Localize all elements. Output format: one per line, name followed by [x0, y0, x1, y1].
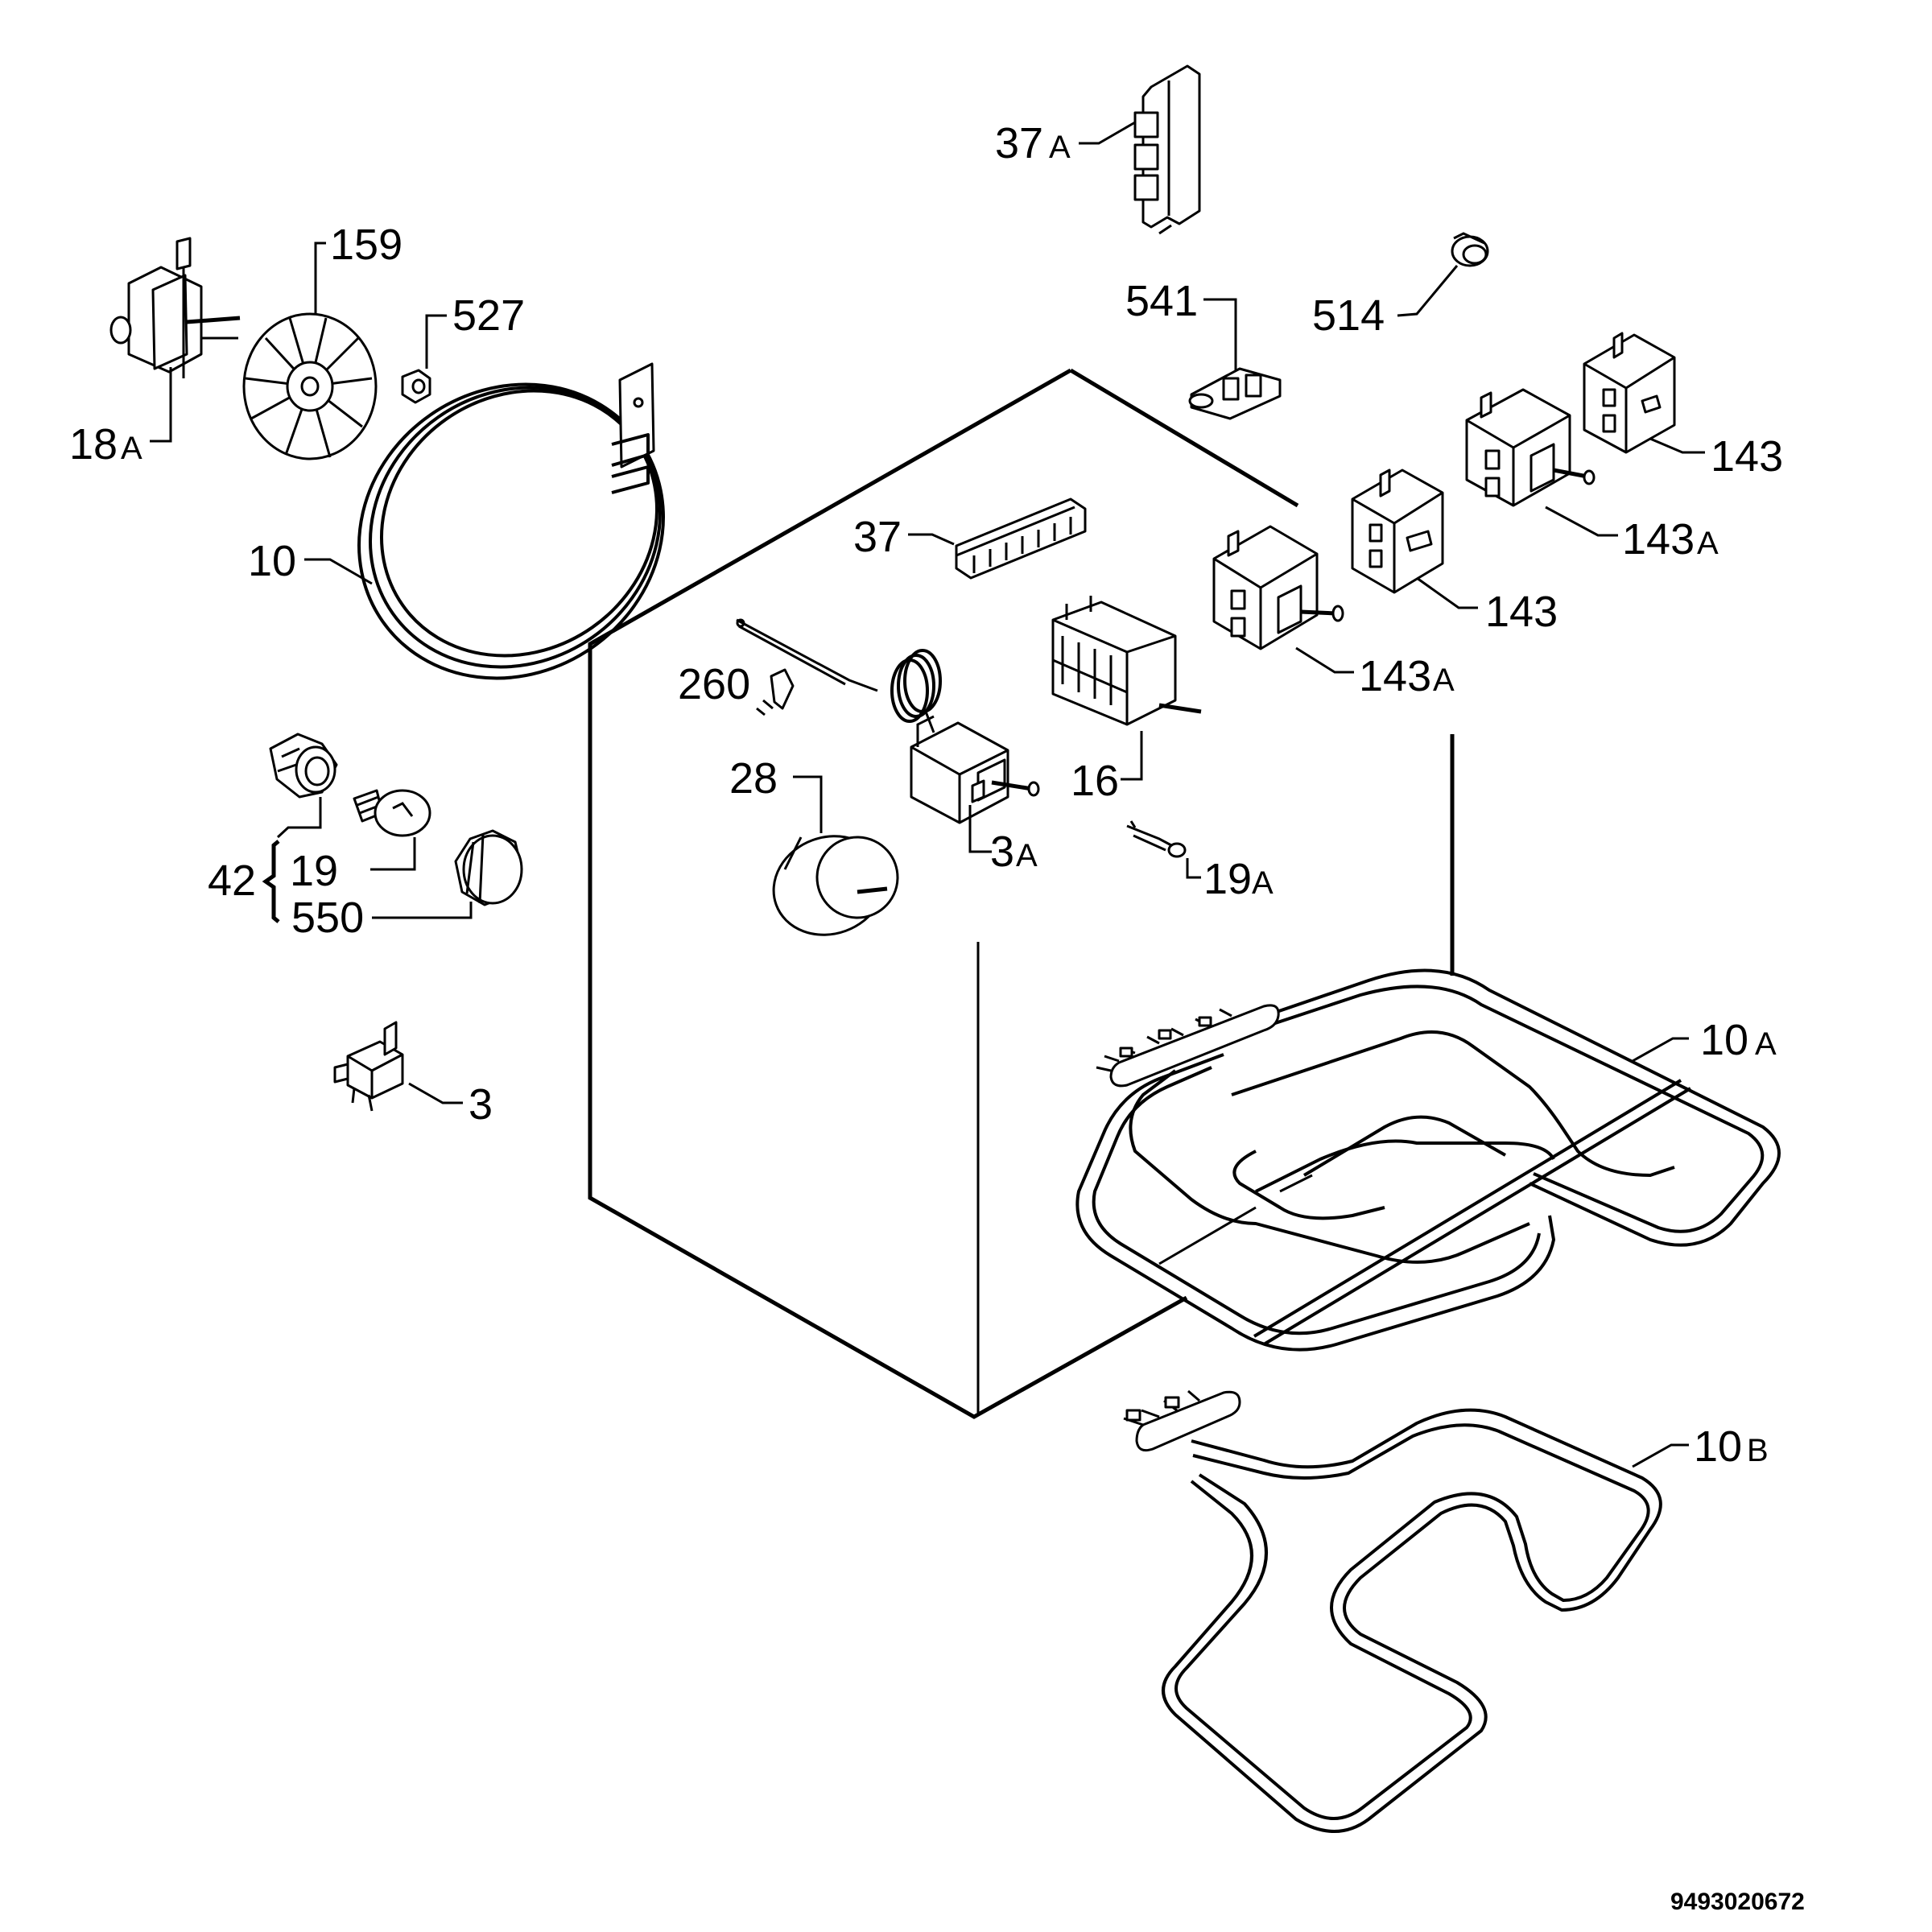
leader-143-top [1649, 437, 1705, 454]
leader-37a [1079, 121, 1136, 145]
label-3a-number: 3 [990, 828, 1014, 876]
leader-541 [1203, 298, 1237, 370]
label-10: 10 [248, 537, 296, 585]
leader-159 [314, 242, 326, 314]
leader-16 [1121, 731, 1143, 781]
leader-10a [1632, 1037, 1689, 1063]
clip-260 [756, 668, 795, 716]
capillary-sensor [736, 618, 942, 733]
label-19a-suffix: A [1252, 865, 1274, 901]
leader-19 [370, 837, 416, 871]
leader-37 [908, 533, 955, 546]
control-switch-143-top [1583, 332, 1676, 454]
fan-nut-527 [401, 369, 431, 404]
drawing-code: 9493020672 [1670, 1889, 1805, 1915]
label-18a-number: 18 [69, 420, 118, 469]
label-19a-number: 19 [1203, 855, 1252, 903]
label-514: 514 [1312, 291, 1385, 340]
label-16: 16 [1071, 757, 1119, 805]
label-10b-suffix: B [1747, 1433, 1769, 1468]
label-37: 37 [853, 513, 902, 561]
control-switch-143a-top [1465, 388, 1596, 507]
leader-28 [793, 775, 823, 833]
leader-3a [968, 805, 992, 853]
grommet-514 [1451, 232, 1489, 267]
leader-3 [408, 1082, 463, 1104]
lamp-19a [1126, 820, 1187, 858]
leader-527 [425, 314, 447, 369]
label-19: 19 [290, 847, 338, 895]
label-260: 260 [678, 660, 750, 708]
label-10b-number: 10 [1694, 1422, 1742, 1471]
thermostat-3 [333, 1021, 404, 1112]
fan-motor-18a [109, 237, 241, 378]
leader-10b [1632, 1443, 1689, 1468]
label-143a-mid-suffix: A [1433, 663, 1455, 698]
label-10a-suffix: A [1755, 1026, 1777, 1062]
leader-143a-mid [1295, 646, 1354, 674]
label-28: 28 [729, 754, 778, 803]
leader-18a [150, 367, 172, 443]
label-10a-number: 10 [1700, 1016, 1748, 1064]
label-527: 527 [452, 291, 525, 340]
label-3: 3 [469, 1080, 493, 1129]
label-42: 42 [208, 857, 256, 905]
leader-514 [1397, 265, 1459, 317]
bracket-42 [262, 797, 322, 923]
label-18a-suffix: A [121, 431, 142, 466]
terminal-block-37 [955, 497, 1087, 580]
fan-blade-159 [242, 312, 378, 460]
leader-143-mid [1416, 576, 1478, 609]
label-3a-suffix: A [1016, 838, 1038, 873]
label-143a-mid-number: 143 [1359, 652, 1431, 700]
lamp-bulb-19 [353, 789, 431, 837]
oven-cabinet-outline [588, 368, 1455, 1419]
grill-element-10a [1075, 968, 1781, 1352]
leader-19a [1186, 858, 1201, 879]
control-switch-143a-mid [1212, 525, 1344, 650]
label-541: 541 [1125, 277, 1198, 325]
lamp-holder [269, 733, 338, 799]
label-143a-top-number: 143 [1622, 515, 1695, 564]
circular-heating-element-10 [357, 362, 665, 680]
terminal-strip-37a [1133, 64, 1201, 235]
control-switch-143-mid [1351, 469, 1444, 594]
label-37a-suffix: A [1049, 130, 1071, 165]
label-143-top: 143 [1711, 432, 1783, 481]
leader-10 [304, 558, 373, 585]
lamp-cover-550 [454, 829, 523, 906]
leader-143a-top [1545, 506, 1618, 537]
label-143-mid: 143 [1485, 588, 1558, 636]
door-switch-541 [1188, 367, 1282, 420]
bottom-element-10b [1123, 1389, 1662, 1833]
selector-switch-16 [1051, 596, 1202, 726]
label-37a-number: 37 [995, 119, 1043, 167]
label-143a-top-suffix: A [1697, 526, 1719, 561]
timer-28 [772, 835, 899, 936]
thermostat-3a [910, 715, 1040, 824]
label-159: 159 [330, 221, 402, 269]
label-550: 550 [291, 894, 364, 942]
leader-550 [372, 902, 473, 919]
